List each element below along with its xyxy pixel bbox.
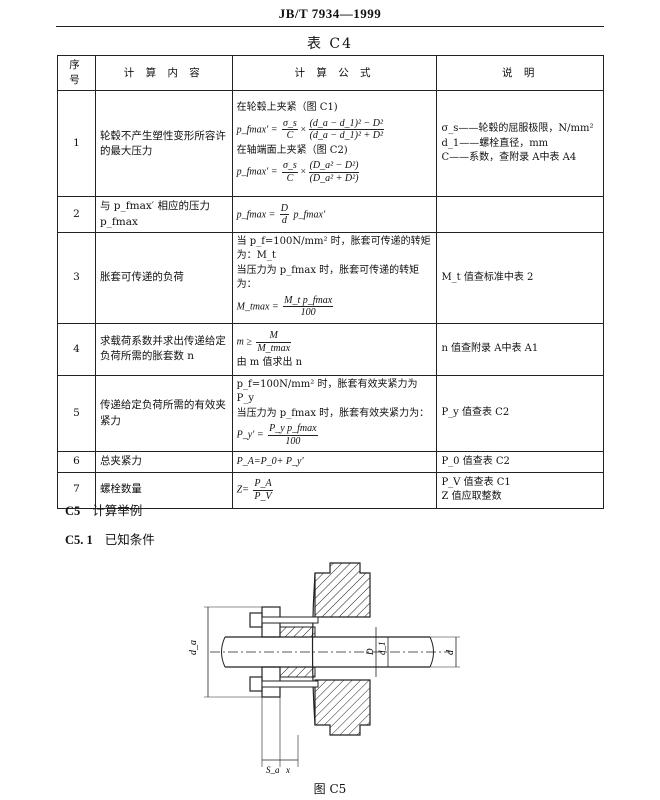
row-number: 5 <box>57 374 96 453</box>
hub-lower-section <box>314 679 371 736</box>
col-header-no: 序号 <box>57 54 96 92</box>
hub-outer-edge <box>311 572 316 726</box>
row-note: σ_s——轮毂的屈服极限，N/mm² d_1——螺栓直径，mm C——系数，查附… <box>436 90 604 198</box>
bolt-shank-upper <box>261 616 319 624</box>
label-da: d_a <box>188 640 199 655</box>
table-row: 1 轮毂不产生塑性变形所容许的最大压力 在轮毂上夹紧（图 C1) p_fmax′… <box>57 90 604 198</box>
row-note: P_V 值查表 C1 Z 值应取整数 <box>436 471 604 509</box>
row-formula: p_f=100N/mm² 时，胀套有效夹紧力为 P_y 当压力为 p_fmax … <box>231 374 438 453</box>
table-row: 5 传递给定负荷所需的有效夹紧力 p_f=100N/mm² 时，胀套有效夹紧力为… <box>57 374 604 453</box>
bolt-head-upper <box>249 612 263 628</box>
row-item: 与 p_fmax′ 相应的压力 p_fmax <box>94 196 233 233</box>
row-number: 2 <box>57 196 96 233</box>
row-formula: P_A=P_0+ P_y′ <box>231 451 438 473</box>
row-item: 胀套可传递的负荷 <box>94 231 233 324</box>
bolt-shank-lower <box>261 680 319 688</box>
expansion-sleeve-upper <box>279 626 316 638</box>
figure-caption: 图 C5 <box>313 782 347 796</box>
row-item: 传递给定负荷所需的有效夹紧力 <box>94 374 233 453</box>
row-formula: 当 p_f=100N/mm² 时，胀套可传递的转矩为：M_t 当压力为 p_fm… <box>231 231 438 324</box>
row-note <box>436 196 604 233</box>
row-number: 1 <box>57 90 96 198</box>
formula-label: 在轮毂上夹紧（图 C1) <box>236 102 338 114</box>
fraction: (d_a − d_1)² − D²(d_a − d_1)² + D² <box>308 117 384 142</box>
row-number: 7 <box>57 471 96 509</box>
header-rule <box>56 26 604 27</box>
row-note: P_0 值查表 C2 <box>436 451 604 473</box>
row-note: P_y 值查表 C2 <box>436 374 604 453</box>
col-header-note: 说 明 <box>436 54 604 92</box>
label-D: D <box>365 648 375 656</box>
col-header-item: 计 算 内 容 <box>94 54 233 92</box>
shaft-break-left <box>221 636 226 668</box>
label-d1: d_1 <box>377 642 387 656</box>
row-number: 4 <box>57 322 96 376</box>
page-header: JB/T 7934—1999 <box>278 6 382 21</box>
hub-upper-section <box>314 562 371 618</box>
row-item: 轮毂不产生塑性变形所容许的最大压力 <box>94 90 233 198</box>
bolt-head-lower <box>249 676 263 692</box>
col-header-formula: 计 算 公 式 <box>231 54 438 92</box>
calculation-table: 序号 计 算 内 容 计 算 公 式 说 明 1 轮毂不产生塑性变形所容许的最大… <box>57 54 604 509</box>
table-row: 3 胀套可传递的负荷 当 p_f=100N/mm² 时，胀套可传递的转矩为：M_… <box>57 231 604 324</box>
row-number: 3 <box>57 231 96 324</box>
row-note: M_t 值查标准中表 2 <box>436 231 604 324</box>
label-x: x <box>285 765 290 775</box>
label-d: d <box>445 649 456 655</box>
row-note: n 值查附录 A中表 A1 <box>436 322 604 376</box>
shaft <box>225 636 430 668</box>
row-item: 总夹紧力 <box>94 451 233 473</box>
table-title: 表 C4 <box>306 36 354 52</box>
row-item: 求载荷系数并求出传递给定负荷所需的胀套数 n <box>94 322 233 376</box>
row-number: 6 <box>57 451 96 473</box>
label-sa: S_a <box>266 765 280 775</box>
formula-label: 在轴端面上夹紧（图 C2) <box>236 144 348 156</box>
figure-c5-drawing: d_a D d_1 d S_a x <box>188 562 460 775</box>
expansion-sleeve-lower <box>279 666 316 678</box>
table-header-row: 序号 计 算 内 容 计 算 公 式 说 明 <box>57 54 604 92</box>
fraction: (D_a² − D²)(D_a² + D²) <box>308 160 360 184</box>
table-row: 6 总夹紧力 P_A=P_0+ P_y′ P_0 值查表 C2 <box>57 451 604 473</box>
